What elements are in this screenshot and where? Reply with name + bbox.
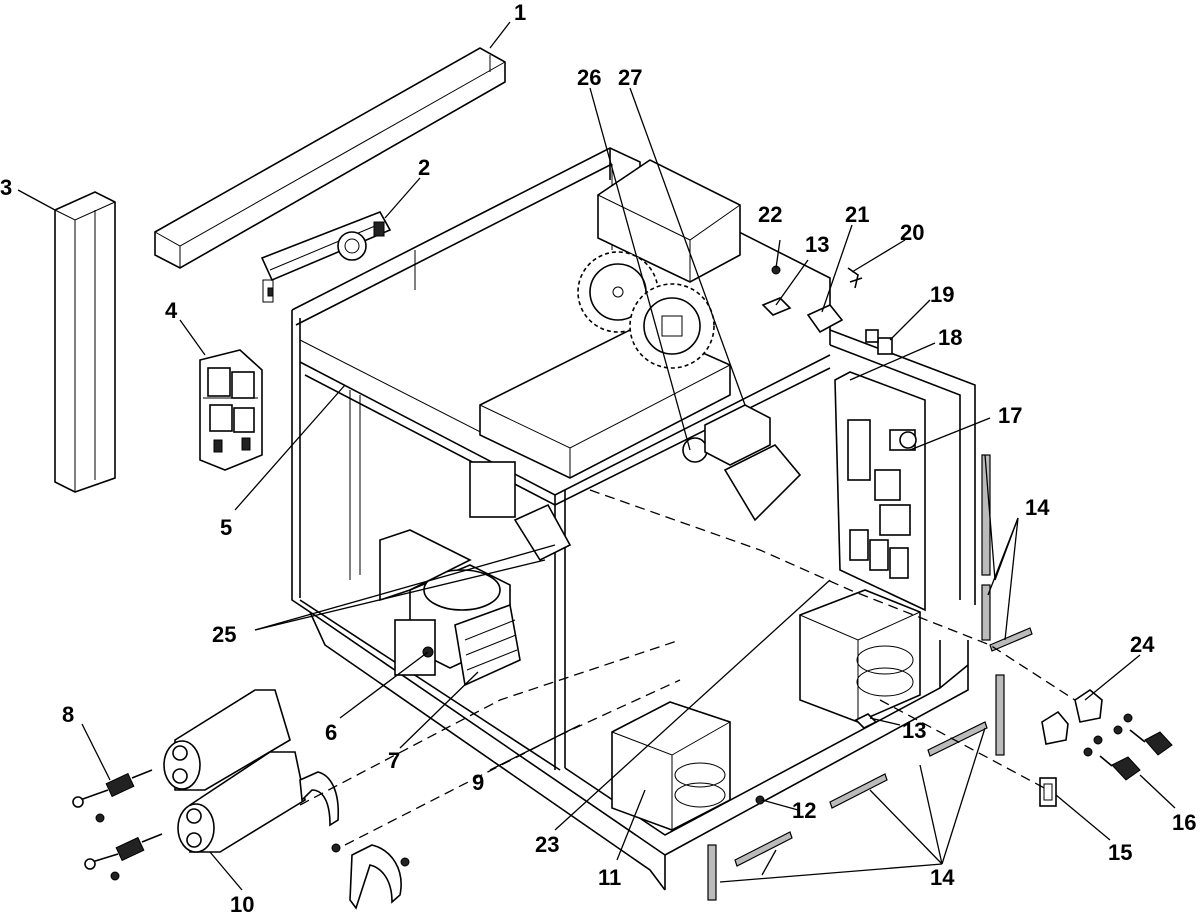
- callout-13-lower: 13: [902, 718, 926, 743]
- capacitor-strap-upper: [299, 771, 340, 827]
- callout-4: 4: [165, 298, 178, 323]
- part-10-capacitor-lower: [177, 751, 306, 853]
- callout-18: 18: [938, 325, 962, 350]
- part-21-clip: [806, 304, 844, 334]
- callout-26: 26: [577, 65, 601, 90]
- part-27-gear: [629, 283, 715, 369]
- part-11-transformer: [611, 701, 731, 831]
- part-14-strips: [707, 454, 1033, 901]
- callout-7: 7: [388, 748, 400, 773]
- callout-17: 17: [998, 403, 1022, 428]
- callout-13-upper: 13: [805, 232, 829, 257]
- callout-23: 23: [535, 832, 559, 857]
- part-1-top-trim: [154, 47, 506, 269]
- high-voltage-transformer: [799, 589, 921, 723]
- left-inner-plate: [379, 529, 472, 602]
- part-15-thermal-cutout: [1039, 777, 1057, 807]
- part-17-pcb: [834, 371, 926, 612]
- callout-16: 16: [1172, 810, 1196, 835]
- callout-3: 3: [0, 175, 12, 200]
- part-13-upper-clip: [761, 297, 792, 316]
- callout-2: 2: [418, 155, 430, 180]
- callout-22: 22: [758, 202, 782, 227]
- callout-15: 15: [1108, 840, 1132, 865]
- callout-6: 6: [325, 720, 337, 745]
- part-8-diode-lower: [84, 833, 163, 881]
- callout-27: 27: [618, 65, 642, 90]
- callout-25: 25: [212, 622, 236, 647]
- capacitor-strap-lower: [331, 843, 410, 910]
- callout-1: 1: [514, 0, 526, 25]
- callout-12: 12: [792, 798, 816, 823]
- part-8-diode-upper: [72, 769, 153, 823]
- part-16-connectors: [1099, 729, 1173, 781]
- callout-20: 20: [900, 220, 924, 245]
- part-3-side-trim: [54, 191, 116, 493]
- callout-14-lower: 14: [930, 865, 955, 890]
- callout-5: 5: [220, 515, 232, 540]
- callout-8: 8: [62, 702, 74, 727]
- callout-9: 9: [472, 770, 484, 795]
- part-19-grommet: [865, 329, 893, 355]
- part-20-clip: [847, 267, 863, 289]
- part-24-thermostat: [1041, 689, 1133, 757]
- fan-housing: [469, 461, 572, 562]
- part-7-bracket: [454, 603, 521, 687]
- part-10-capacitor-upper: [163, 689, 291, 791]
- stirrer-motor: [682, 404, 802, 522]
- callout-21: 21: [845, 202, 869, 227]
- part-13-lower-clip: [854, 713, 878, 729]
- callout-14-upper: 14: [1025, 495, 1050, 520]
- callout-10: 10: [230, 892, 254, 912]
- rear-transformer: [597, 159, 741, 283]
- callout-11: 11: [598, 865, 621, 890]
- callout-24: 24: [1130, 632, 1155, 657]
- leader-lines: [17, 21, 1176, 891]
- part-4-latch-switches: [199, 349, 263, 471]
- part-2-control-board: [260, 211, 392, 303]
- callout-19: 19: [930, 282, 954, 307]
